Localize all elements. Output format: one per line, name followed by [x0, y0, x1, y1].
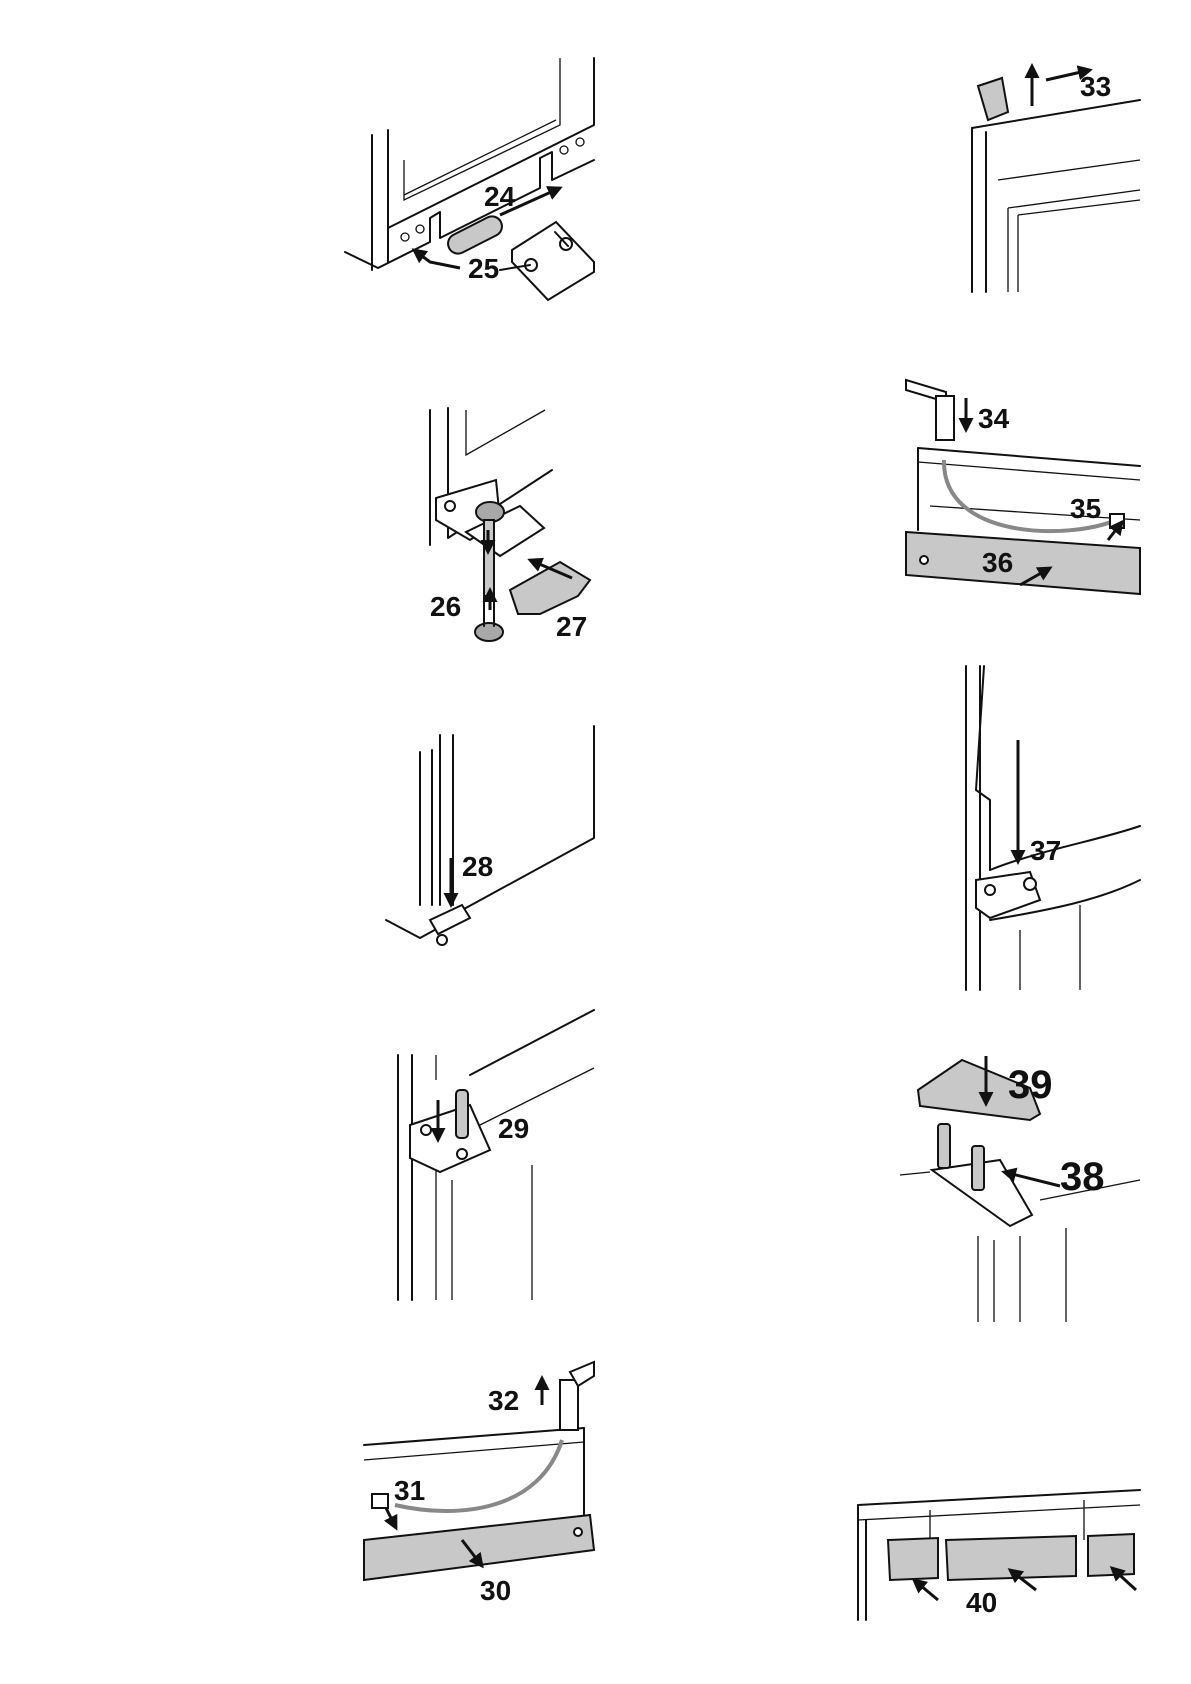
step-number-39: 39 [1008, 1063, 1053, 1107]
step-number-33: 33 [1080, 71, 1111, 102]
step-number-30: 30 [480, 1575, 511, 1606]
step-number-27: 27 [556, 611, 587, 642]
figure-step-29: 29 [398, 1010, 594, 1300]
figure-steps-26-27: 26 27 [430, 408, 590, 642]
figure-steps-30-31-32: 32 31 30 [364, 1362, 594, 1606]
step-number-28: 28 [462, 851, 493, 882]
plinth-cover-left [888, 1538, 938, 1580]
step-number-38: 38 [1060, 1155, 1105, 1199]
step-number-26: 26 [430, 591, 461, 622]
step-number-37: 37 [1030, 835, 1061, 866]
step-number-36: 36 [982, 547, 1013, 578]
figure-steps-24-25: 24 25 [345, 58, 594, 300]
step-number-24: 24 [484, 181, 516, 212]
plinth-cover-right [1088, 1534, 1134, 1576]
hinge-cap-part [978, 78, 1008, 120]
top-cover-panel [364, 1515, 594, 1580]
figure-step-40: 40 [858, 1490, 1140, 1620]
step-number-31: 31 [394, 1475, 425, 1506]
step-number-40: 40 [966, 1587, 997, 1618]
figure-steps-38-39: 39 38 [900, 1056, 1140, 1322]
step-number-32: 32 [488, 1385, 519, 1416]
figure-steps-34-35-36: 34 35 36 [906, 380, 1140, 594]
step-number-34: 34 [978, 403, 1010, 434]
top-hinge-plate [410, 1105, 490, 1172]
figure-step-37: 37 [966, 666, 1140, 990]
figure-step-33: 33 [972, 66, 1140, 292]
figure-step-28: 28 [386, 726, 594, 945]
plinth-cover-middle [946, 1536, 1076, 1580]
step-number-35: 35 [1070, 493, 1101, 524]
hinge-bracket-part [512, 222, 594, 300]
step-number-29: 29 [498, 1113, 529, 1144]
step-number-25: 25 [468, 253, 499, 284]
